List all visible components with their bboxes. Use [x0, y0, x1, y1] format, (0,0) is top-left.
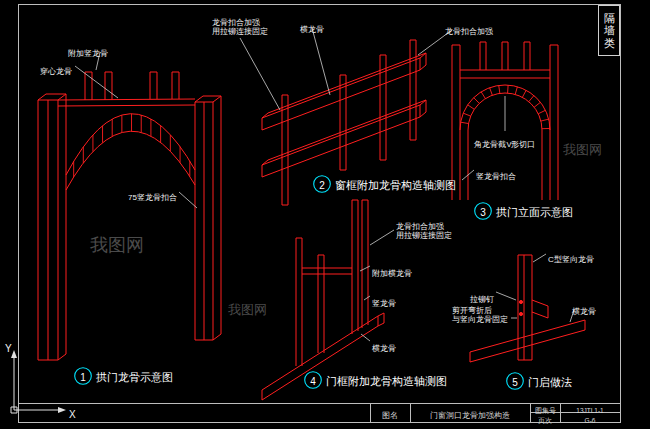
callout-number-text: 4 [310, 376, 316, 387]
part-label: 拉铆钉 [470, 295, 494, 304]
figure-caption: 拱门龙骨示意图 [96, 371, 173, 383]
callout-number: 5门启做法 [506, 372, 524, 390]
leader-lines [75, 28, 574, 341]
title-block-cell: 页次 [538, 417, 552, 424]
category-box: 隔墙类 [598, 5, 620, 56]
part-label: 附加横龙骨 [372, 269, 412, 278]
door-frame-figure [262, 200, 384, 400]
bent-tab [532, 300, 548, 318]
sheet-frame [19, 5, 621, 423]
part-label: 横龙骨 [572, 307, 596, 316]
part-label: 龙骨扣合加强 用拉铆连接固定 [212, 18, 268, 36]
axis-label: Y [5, 343, 12, 355]
callout-circle-outline [314, 176, 331, 193]
studs [296, 200, 368, 366]
ucs-icon [11, 356, 60, 413]
arch-track [66, 114, 195, 190]
figure-caption: 窗框附加龙骨构造轴测图 [335, 179, 456, 191]
part-label: 75竖龙骨扣合 [128, 193, 177, 202]
callout-number: 3拱门立面示意图 [474, 202, 492, 220]
figure-caption: 门框附加龙骨构造轴测图 [326, 375, 447, 387]
extra-runner [302, 268, 352, 274]
axis-label: X [69, 409, 76, 421]
part-label: 竖龙骨 [372, 299, 396, 308]
lower-runner [262, 100, 426, 177]
watermark: 我图网 [563, 143, 602, 158]
upper-runner [262, 53, 426, 130]
title-block-cell: 13JTL1-1 [576, 407, 603, 414]
figure-caption: 门启做法 [528, 376, 572, 388]
rivet [519, 300, 522, 303]
left-stud [38, 94, 66, 360]
callout-number-text: 5 [512, 377, 518, 388]
title-block-cell: 图集号 [535, 407, 556, 414]
part-label: 横龙骨 [300, 25, 324, 34]
figure-caption: 拱门立面示意图 [496, 206, 573, 218]
runner [470, 320, 585, 362]
part-label: 穿心龙骨 [40, 67, 72, 76]
arch-frame-figure [38, 72, 221, 360]
callout-number: 2窗框附加龙骨构造轴测图 [313, 175, 331, 193]
part-label: 附加竖龙骨 [68, 49, 108, 58]
callout-number-text: 3 [480, 207, 486, 218]
through-runner [58, 99, 195, 106]
title-block-cell: 图名 [382, 411, 398, 420]
part-label: 角龙骨截V形切口 [474, 141, 535, 150]
part-label: 横龙骨 [372, 344, 396, 353]
callout-circle-outline [507, 373, 524, 390]
extra-studs [85, 72, 179, 100]
part-label: 龙骨扣合加强 用拉铆连接固定 [396, 222, 452, 240]
watermark: 我图网 [90, 235, 144, 256]
callout-circle-outline [305, 372, 322, 389]
callout-number: 4门框附加龙骨构造轴测图 [304, 371, 322, 389]
c-stud [518, 255, 532, 360]
part-label: 龙骨扣合加强 [445, 27, 493, 36]
title-block-grid [18, 404, 620, 423]
rivet [519, 312, 522, 315]
callout-number: 1拱门龙骨示意图 [74, 367, 92, 385]
arch-segment-ticks [74, 85, 550, 177]
callout-number-text: 1 [80, 372, 86, 383]
callout-number-text: 2 [319, 180, 325, 191]
callout-circle-outline [75, 368, 92, 385]
part-label: 剪开弯折后 与竖向龙骨固定 [452, 306, 508, 324]
watermark: 我图网 [228, 303, 267, 318]
part-label: 竖龙骨扣合 [476, 172, 516, 181]
category-text: 隔墙类 [604, 12, 615, 48]
title-block-cell: G-6 [585, 417, 596, 424]
ucs-arrowheads [11, 350, 66, 413]
title-block-cell: 门窗洞口龙骨加强构造 [430, 411, 510, 420]
part-label: C型竖向龙骨 [548, 255, 594, 264]
callout-circle-outline [475, 203, 492, 220]
right-stud [195, 96, 221, 340]
